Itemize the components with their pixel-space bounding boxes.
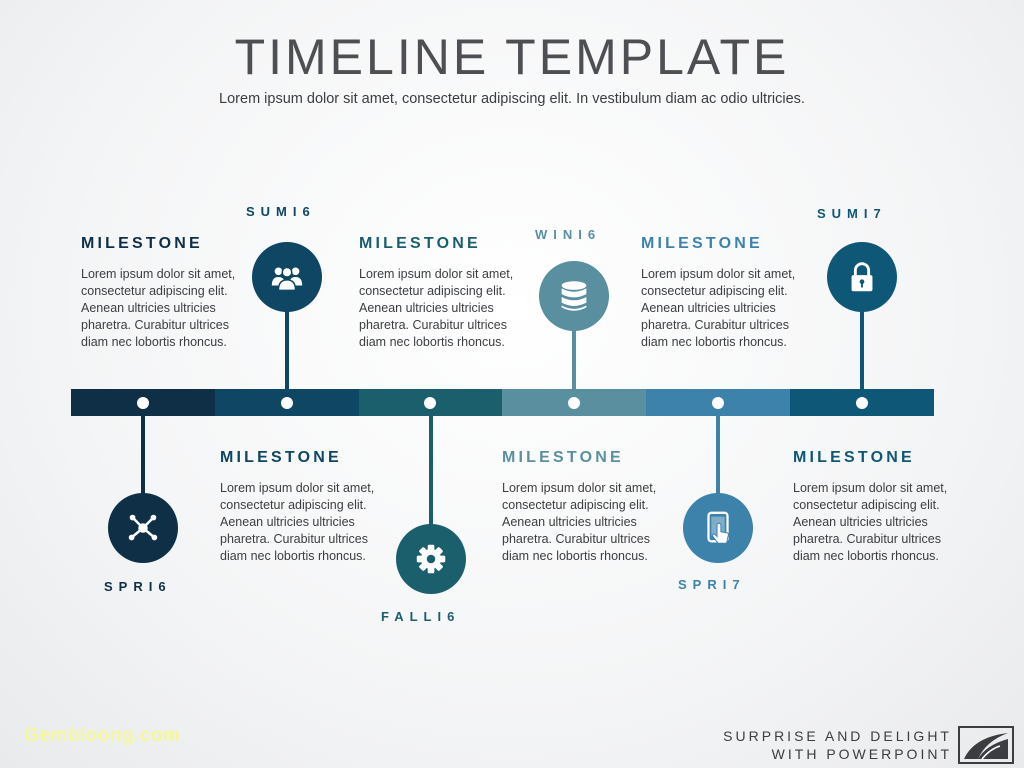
brand-logo-icon (958, 726, 1014, 764)
timeline-dot (280, 396, 293, 409)
timeline-bar (71, 389, 934, 416)
timeline-segment (646, 389, 790, 416)
timeline-dot (855, 396, 868, 409)
page-title: TIMELINE TEMPLATE (234, 29, 790, 85)
brand-tagline: SURPRISE AND DELIGHT WITH POWERPOINT (700, 727, 952, 763)
milestone-icon-circle (827, 242, 897, 312)
season-label: SUMI7 (817, 206, 887, 221)
season-label: WINI6 (535, 227, 602, 242)
milestone-description: Lorem ipsum dolor sit amet, consectetur … (793, 481, 948, 563)
milestone-icon-circle (108, 493, 178, 563)
network-icon (128, 514, 158, 541)
timeline-segment (502, 389, 647, 416)
milestone-icon-circle (396, 524, 466, 594)
milestone-heading: MILESTONE (641, 235, 763, 252)
season-label: SUMI6 (246, 204, 316, 219)
connector-line (716, 416, 720, 498)
milestone-heading: MILESTONE (502, 449, 624, 466)
milestone-description: Lorem ipsum dolor sit amet, consectetur … (220, 481, 375, 563)
milestone-heading: MILESTONE (793, 449, 915, 466)
timeline-dot (568, 396, 581, 409)
season-label: SPRI6 (104, 579, 172, 594)
connector-line (285, 305, 289, 390)
connector-line (429, 416, 433, 526)
database-icon (561, 281, 587, 311)
connector-line (860, 305, 864, 390)
milestone-icon-circle (683, 493, 753, 563)
milestone-heading: MILESTONE (81, 235, 203, 252)
season-label: SPRI7 (678, 577, 746, 592)
brand-line-2: WITH POWERPOINT (771, 746, 952, 762)
people-group-icon (271, 266, 303, 292)
milestone-heading: MILESTONE (220, 449, 342, 466)
timeline-dot (136, 396, 149, 409)
milestone-description: Lorem ipsum dolor sit amet, consectetur … (502, 481, 657, 563)
page-subtitle: Lorem ipsum dolor sit amet, consectetur … (219, 91, 805, 107)
timeline-segment (358, 389, 503, 416)
timeline-dot (424, 396, 437, 409)
gear-icon (416, 544, 446, 574)
milestone-description: Lorem ipsum dolor sit amet, consectetur … (641, 267, 796, 349)
watermark-text: Gembloong.com (24, 725, 181, 746)
milestone-icon-circle (539, 261, 609, 331)
padlock-icon (851, 262, 873, 292)
timeline-dot (712, 396, 725, 409)
timeline-segment (71, 389, 215, 416)
connector-line (572, 328, 576, 390)
tablet-touch-icon (707, 511, 729, 544)
connector-line (141, 416, 145, 498)
milestone-description: Lorem ipsum dolor sit amet, consectetur … (81, 267, 236, 349)
timeline-segment (214, 389, 359, 416)
brand-line-1: SURPRISE AND DELIGHT (723, 728, 952, 744)
milestone-heading: MILESTONE (359, 235, 481, 252)
timeline-segment (789, 389, 934, 416)
milestone-icon-circle (252, 242, 322, 312)
season-label: FALLI6 (381, 609, 461, 624)
milestone-description: Lorem ipsum dolor sit amet, consectetur … (359, 267, 514, 349)
